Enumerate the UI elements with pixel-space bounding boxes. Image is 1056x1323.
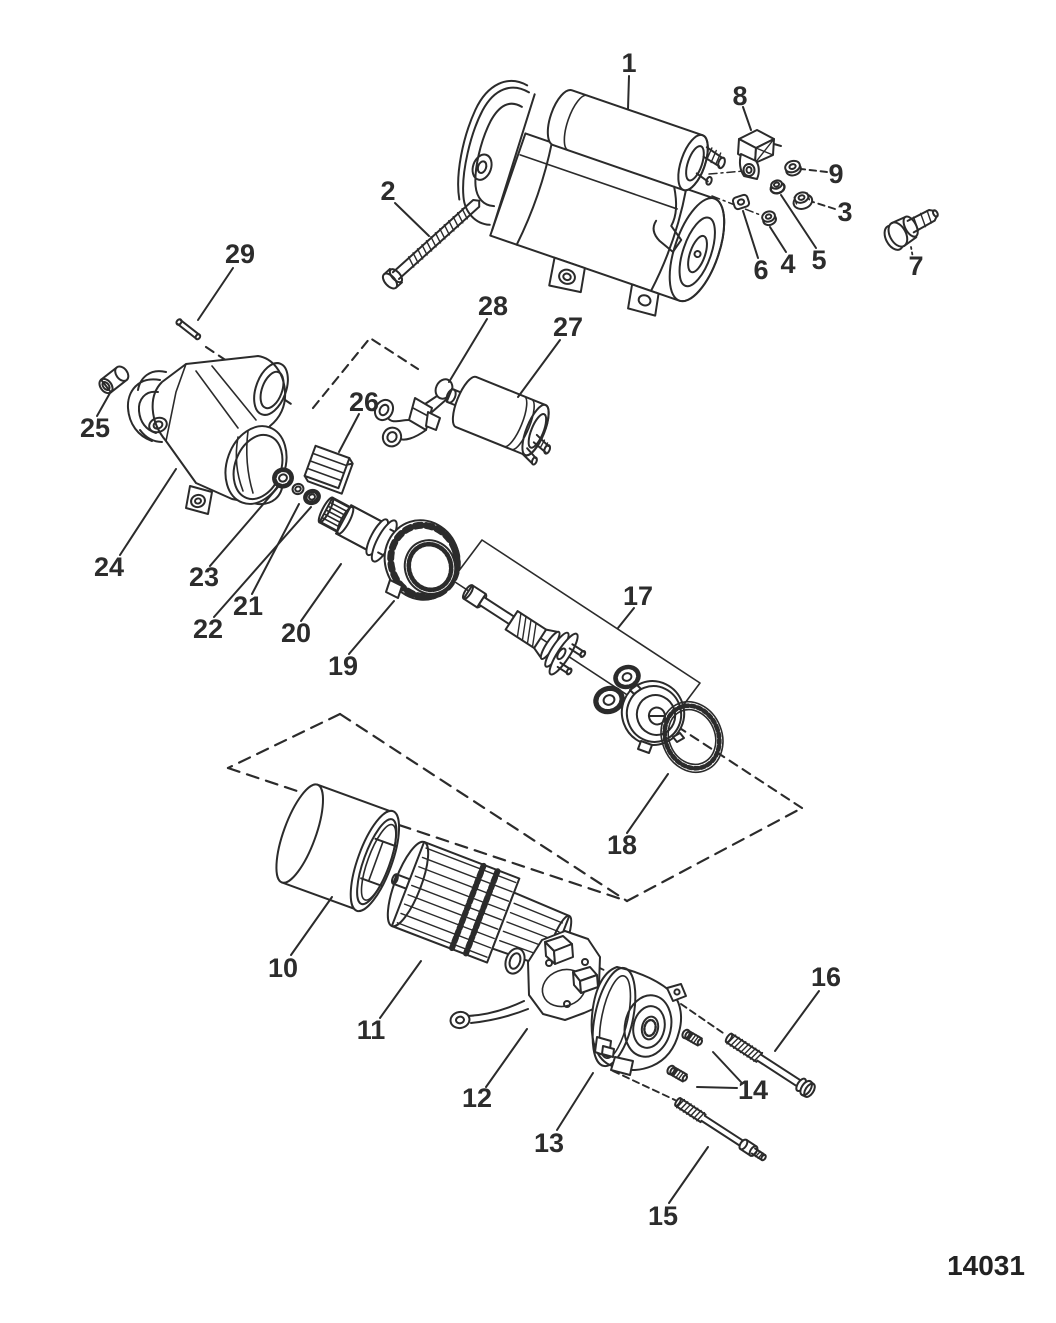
part-thrust-washer [504, 947, 526, 975]
callout-11: 11 [357, 1015, 386, 1045]
callout-9: 9 [828, 159, 843, 189]
callout-3: 3 [837, 197, 852, 227]
callout-18: 18 [607, 830, 637, 860]
part-pole-plate-26 [303, 444, 354, 495]
callout-13: 13 [534, 1128, 564, 1158]
callout-25: 25 [80, 413, 110, 443]
part-lock-nut-5 [769, 179, 786, 195]
callout-21: 21 [233, 591, 263, 621]
callout-17: 17 [623, 581, 653, 611]
callout-27: 27 [553, 312, 583, 342]
part-screw-7 [883, 209, 939, 251]
part-drive-pinion [317, 496, 408, 563]
callout-7: 7 [908, 251, 923, 281]
part-o-ring [660, 700, 724, 774]
callout-15: 15 [648, 1201, 678, 1231]
leader-lines [96, 75, 914, 1204]
part-brush-screw-b [666, 1064, 689, 1083]
part-spline-collar-23 [272, 467, 294, 489]
part-through-bolt-16 [724, 1032, 816, 1098]
callout-19: 19 [328, 651, 358, 681]
assembly-axis-lines [204, 170, 804, 1101]
callout-14: 14 [738, 1075, 768, 1105]
part-brush-holder [449, 930, 606, 1030]
callout-29: 29 [225, 239, 255, 269]
part-solenoid [445, 375, 552, 466]
part-nut-9 [784, 159, 802, 177]
callout-20: 20 [281, 618, 311, 648]
part-mounting-bolt [381, 199, 481, 290]
callout-4: 4 [780, 249, 795, 279]
callout-16: 16 [811, 962, 841, 992]
callout-1: 1 [621, 48, 636, 78]
part-planetary-shaft [461, 584, 587, 676]
callout-24: 24 [94, 552, 124, 582]
part-nut-4 [761, 210, 777, 227]
callout-28: 28 [478, 291, 508, 321]
callout-2: 2 [380, 176, 395, 206]
callout-5: 5 [811, 245, 826, 275]
part-bushing-25 [98, 365, 130, 395]
part-stop-collar-22 [303, 488, 321, 506]
part-terminal-bracket [737, 129, 782, 180]
part-planet-gears [593, 664, 641, 715]
callout-26: 26 [349, 387, 379, 417]
part-starter-motor-assembly [457, 80, 726, 317]
callout-12: 12 [462, 1083, 492, 1113]
part-pin-29 [175, 318, 202, 341]
callout-22: 22 [193, 614, 223, 644]
callout-10: 10 [268, 953, 298, 983]
figure-number: 14031 [947, 1250, 1025, 1281]
part-brush-screw-a [681, 1028, 704, 1047]
callout-labels: 1 2 3 4 5 6 7 8 9 10 11 12 13 14 15 16 1… [80, 48, 924, 1231]
callout-6: 6 [753, 255, 768, 285]
callout-8: 8 [732, 81, 747, 111]
part-through-bolt-15 [674, 1097, 767, 1162]
part-clutch-drive-gear [383, 519, 461, 601]
part-frame-cylinder [275, 783, 401, 913]
callout-23: 23 [189, 562, 219, 592]
part-drive-end-housing [126, 355, 289, 515]
part-hex-nut-3 [792, 191, 814, 210]
part-retaining-ring-21 [291, 482, 305, 496]
part-shift-fork [373, 378, 454, 448]
part-washer-6 [731, 193, 751, 211]
part-end-cap [590, 966, 687, 1076]
